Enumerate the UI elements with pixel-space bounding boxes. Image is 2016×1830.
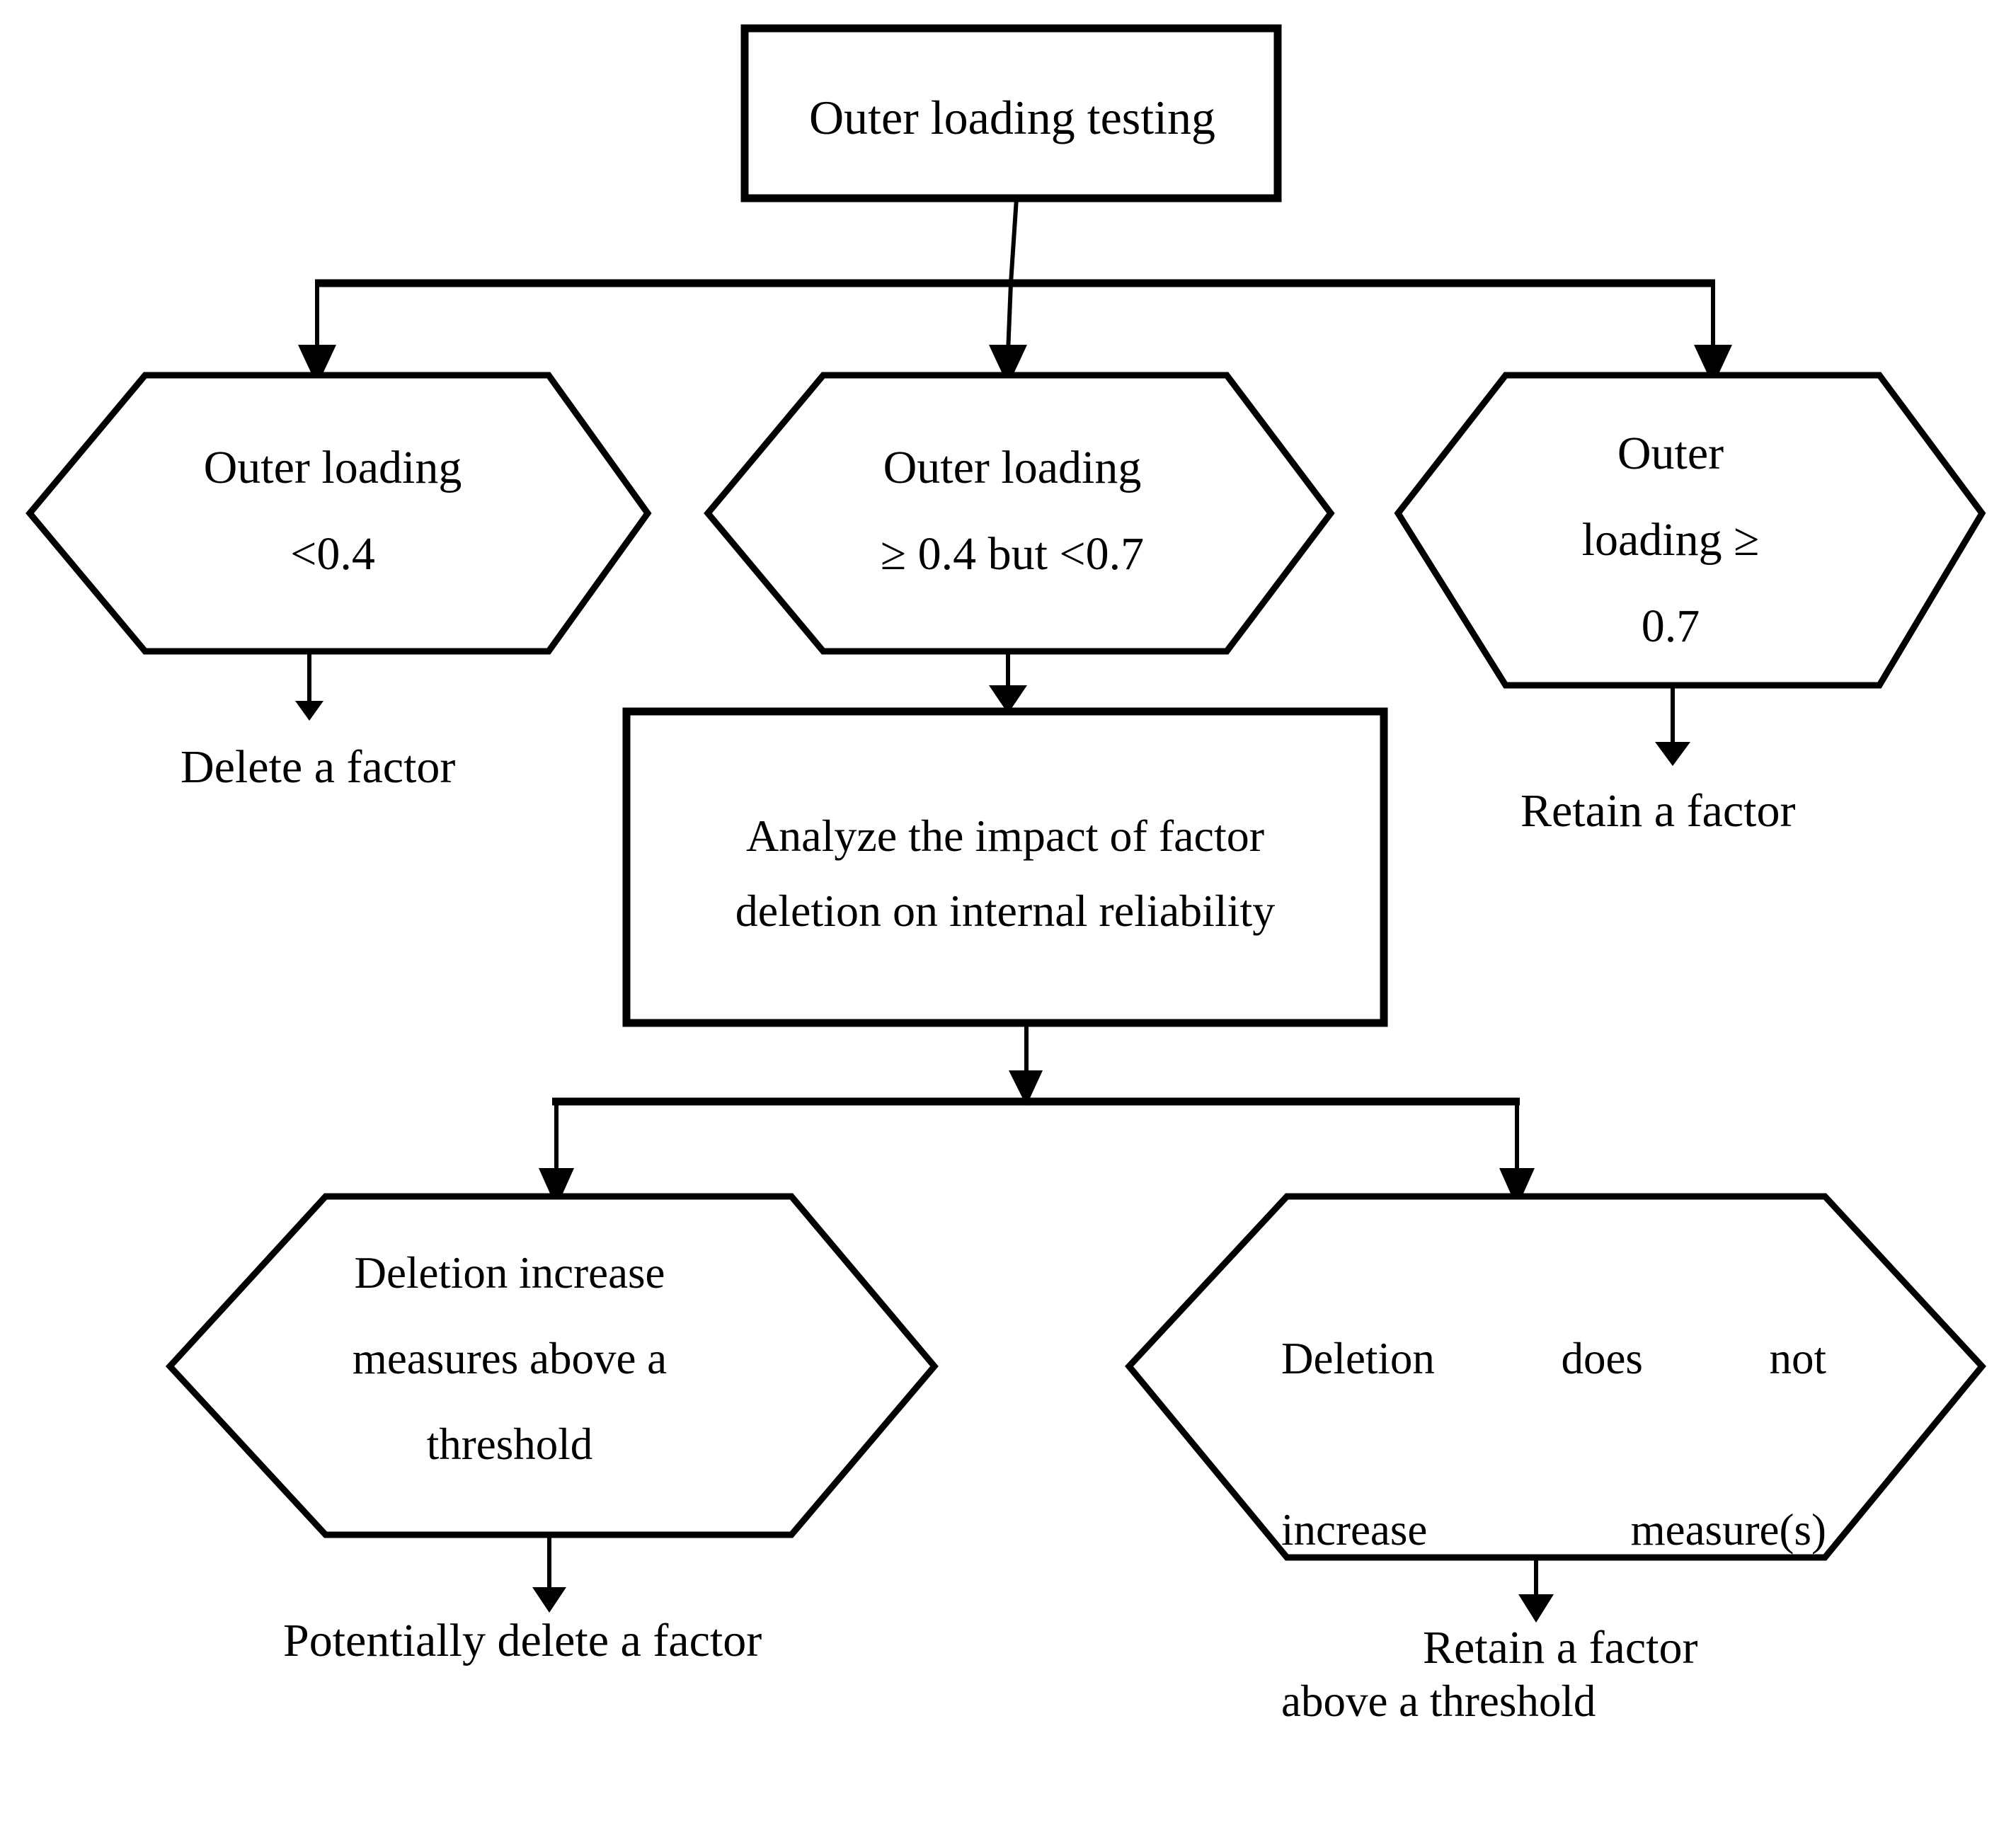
arrow-head-bottom-left xyxy=(539,1168,574,1208)
arrow-head-analyze-out xyxy=(1009,1070,1043,1106)
arrow-head-middle xyxy=(989,345,1027,386)
connector-start-to-split xyxy=(1009,198,1019,284)
arrow-head-left xyxy=(298,345,336,386)
arrow-head-bottom-right xyxy=(1499,1168,1535,1208)
arrow-head-right xyxy=(1694,345,1732,386)
outcome-delete-a-factor: Delete a factor xyxy=(181,741,456,793)
outcome-retain-a-factor-bottom: Retain a factor xyxy=(1423,1622,1698,1674)
arrow-head-hexmid-out xyxy=(989,685,1027,714)
node-hex-high[interactable] xyxy=(1394,372,1986,689)
arrow-head-hexhigh-out xyxy=(1655,742,1690,766)
node-start-box[interactable] xyxy=(740,24,1282,202)
node-hex-increase[interactable] xyxy=(165,1193,939,1538)
node-analyze-box[interactable] xyxy=(622,707,1388,1027)
flowchart-svg xyxy=(25,24,1986,1623)
flowchart-canvas: Outer loading testing Outer loading <0.4… xyxy=(25,24,1986,1726)
node-hex-low[interactable] xyxy=(25,372,652,655)
outcome-potentially-delete-a-factor: Potentially delete a factor xyxy=(283,1615,762,1666)
node-hex-mid[interactable] xyxy=(704,372,1335,655)
arrow-head-hexincrease-out xyxy=(532,1587,566,1613)
outcome-retain-a-factor-top: Retain a factor xyxy=(1520,785,1796,837)
arrow-head-hexnoincrease-out xyxy=(1518,1594,1554,1623)
connector-drop-middle xyxy=(1006,282,1013,353)
node-hex-no-increase[interactable] xyxy=(1125,1193,1986,1561)
arrow-head-hexlow-out xyxy=(295,701,323,721)
